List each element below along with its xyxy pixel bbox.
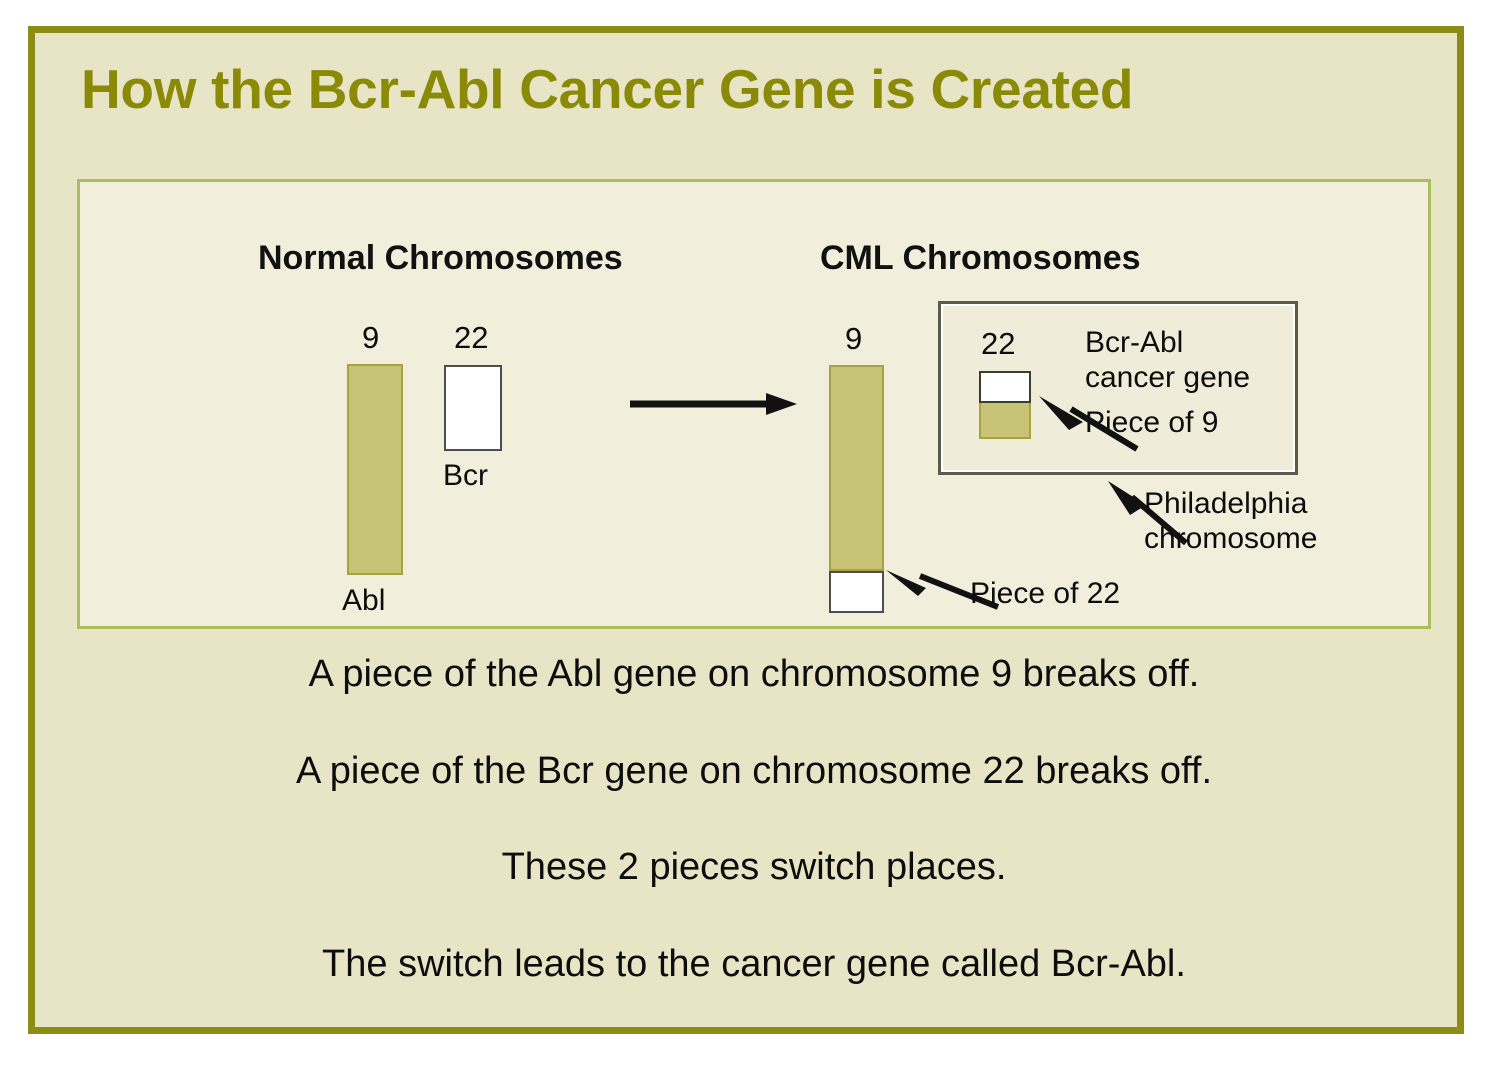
poster-frame: How the Bcr-Abl Cancer Gene is Created N…: [28, 26, 1464, 1034]
heading-normal-chromosomes: Normal Chromosomes: [258, 239, 623, 277]
caption-block: A piece of the Abl gene on chromosome 9 …: [77, 653, 1431, 985]
caption-line: The switch leads to the cancer gene call…: [322, 942, 1186, 985]
diagram-panel: Normal Chromosomes CML Chromosomes 9 Abl…: [77, 179, 1431, 629]
philadelphia-chromosome-abl-segment: [979, 403, 1031, 439]
cml-chromosome-9-piece-of-22: [829, 571, 884, 613]
piece-of-9-pointer-icon: [1039, 396, 1139, 452]
philadelphia-callout-line-1: Philadelphia: [1144, 487, 1308, 520]
cml-chromosome-9-bar: [829, 365, 884, 571]
caption-line: A piece of the Bcr gene on chromosome 22…: [295, 749, 1213, 792]
normal-chromosome-22-box: [444, 365, 502, 451]
right-arrow-icon: [630, 393, 797, 415]
philadelphia-callout-line-2: chromosome: [1144, 521, 1318, 555]
cml-piece-of-22-label: Piece of 22: [970, 577, 1121, 610]
philadelphia-chromosome-bcr-segment: [979, 371, 1031, 403]
philadelphia-chromosome-box: 22 Bcr-Abl cancer gene Piece of 9: [938, 301, 1298, 475]
bcr-abl-label-line-1: Bcr-Abl: [1085, 326, 1184, 359]
caption-line: These 2 pieces switch places.: [501, 846, 1007, 889]
normal-chromosome-9-number: 9: [362, 320, 380, 355]
caption-line: A piece of the Abl gene on chromosome 9 …: [308, 653, 1200, 695]
philadelphia-chromosome-callout: Philadelphia chromosome: [1144, 487, 1317, 557]
cml-chromosome-9-number: 9: [845, 321, 863, 356]
page-title: How the Bcr-Abl Cancer Gene is Created: [81, 58, 1134, 120]
philadelphia-chromosome-22-number: 22: [981, 326, 1016, 361]
piece-of-22-pointer-icon: [886, 570, 1000, 610]
normal-chromosome-9-gene-label: Abl: [342, 584, 386, 617]
normal-chromosome-22-gene-label: Bcr: [443, 459, 488, 492]
normal-chromosome-22-number: 22: [454, 320, 489, 355]
normal-chromosome-9-bar: [347, 364, 403, 575]
heading-cml-chromosomes: CML Chromosomes: [820, 239, 1141, 277]
bcr-abl-cancer-gene-label: Bcr-Abl cancer gene: [1085, 326, 1250, 396]
bcr-abl-label-line-2: cancer gene: [1085, 360, 1251, 394]
philadelphia-chromosome-pointer-icon: [1108, 481, 1188, 546]
